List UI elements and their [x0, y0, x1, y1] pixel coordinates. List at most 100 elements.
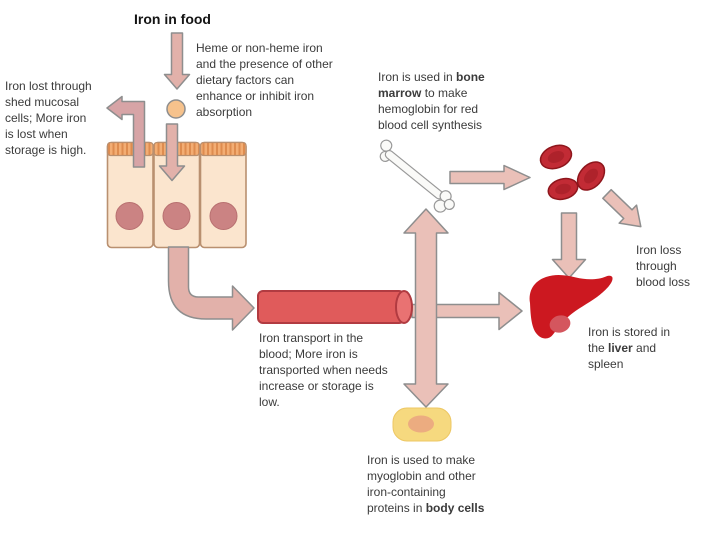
text-segment: to make [421, 86, 468, 100]
bone-shaft [384, 149, 444, 200]
text-segment: Iron is used to make [367, 453, 476, 467]
text-line: blood loss [636, 274, 690, 290]
text-segment: iron-containing [367, 485, 446, 499]
liver-icon [529, 274, 613, 339]
text-line: Iron transport in the [259, 330, 388, 346]
blood-vessel-icon [257, 290, 413, 324]
text-segment: proteins in [367, 501, 426, 515]
text-segment: increase or storage is [259, 379, 374, 393]
text-line: is lost when [5, 126, 92, 142]
text-line: Heme or non-heme iron [196, 40, 333, 56]
arrow-blood-updown-icon [403, 208, 449, 408]
vessel-body [257, 290, 405, 324]
text-line: the liver and [588, 340, 670, 356]
text-segment: blood loss [636, 275, 691, 289]
rbc-3 [547, 177, 579, 201]
text-line: Iron is used in bone [378, 69, 485, 85]
text-segment: the [588, 341, 609, 355]
text-segment: marrow [378, 86, 422, 100]
gallbladder-bump [549, 315, 571, 333]
mucosal-cell-3 [199, 141, 247, 249]
cell-body [106, 141, 154, 249]
text-segment: Iron is used in [378, 70, 457, 84]
text-line: increase or storage is [259, 378, 388, 394]
text-segment: hemoglobin for red [378, 102, 479, 116]
arrow-mucosal-loss-icon [106, 95, 146, 168]
text-line: and the presence of other [196, 56, 333, 72]
text-line: low. [259, 394, 388, 410]
rbc-2 [576, 161, 606, 191]
rbc-1 [539, 144, 573, 170]
cell-nucleus [209, 202, 238, 230]
text-segment: and the presence of other [196, 57, 333, 71]
text-line: marrow to make [378, 85, 485, 101]
arrow-marrow-to-rbc-icon [449, 164, 531, 191]
text-segment: Iron transport in the [259, 331, 364, 345]
text-segment: liver [608, 341, 633, 355]
text-line: storage is high. [5, 142, 92, 158]
text-line: myoglobin and other [367, 468, 484, 484]
text-line: through [636, 258, 690, 274]
vessel-end-cap [395, 290, 413, 324]
text-segment: low. [259, 395, 280, 409]
text-segment: blood cell synthesis [378, 118, 483, 132]
text-segment: Iron is stored in [588, 325, 671, 339]
text-line: shed mucosal [5, 94, 92, 110]
text-segment: Heme or non-heme iron [196, 41, 323, 55]
body-cell-icon [392, 407, 452, 442]
text-segment: transported when needs [259, 363, 388, 377]
cell-nucleus [115, 202, 144, 230]
rbc-dimple [555, 183, 571, 195]
text-line: hemoglobin for red [378, 101, 485, 117]
brush-border [199, 141, 247, 157]
arrow-into-cell-icon [158, 123, 186, 182]
text-line: enhance or inhibit iron [196, 88, 333, 104]
arrow-food-down-icon [163, 32, 191, 90]
text-segment: shed mucosal [5, 95, 80, 109]
arrow-cells-to-blood-icon [167, 246, 255, 331]
text-line: spleen [588, 356, 670, 372]
text-segment: dietary factors can [196, 73, 295, 87]
text-segment: and [632, 341, 657, 355]
mucosal-cells-icon [106, 141, 247, 249]
text-segment: myoglobin and other [367, 469, 476, 483]
text-segment: spleen [588, 357, 624, 371]
text-segment: body cells [425, 501, 485, 515]
text-line: dietary factors can [196, 72, 333, 88]
text-line: iron-containing [367, 484, 484, 500]
bone-icon [379, 139, 455, 213]
brush-border [106, 141, 154, 157]
arrow-blood-loss-shape [602, 188, 642, 228]
body-cell-nucleus [408, 415, 434, 433]
mucosal-cell-2 [153, 141, 201, 249]
cell-nucleus [162, 202, 191, 230]
text-segment: is lost when [5, 127, 68, 141]
text-segment: storage is high. [5, 143, 87, 157]
text-line: proteins in body cells [367, 500, 484, 516]
diagram-title: Iron in food [134, 11, 211, 27]
arrow-rbc-to-liver-icon [551, 212, 587, 279]
bone-head [380, 139, 393, 152]
text-segment: cells; More iron [5, 111, 87, 125]
iron-particle-icon [166, 99, 186, 119]
text-line: cells; More iron [5, 110, 92, 126]
text-segment: enhance or inhibit iron [196, 89, 315, 103]
text-segment: bone [456, 70, 485, 84]
rbc-dimple [583, 168, 599, 184]
text-line: absorption [196, 104, 333, 120]
cell-body [199, 141, 247, 249]
text-line: Iron lost through [5, 78, 92, 94]
red-blood-cells-icon [539, 144, 606, 201]
label-absorption-note: Heme or non-heme iron and the presence of… [196, 40, 333, 120]
text-segment: absorption [196, 105, 253, 119]
text-line: Iron loss [636, 242, 690, 258]
text-line: transported when needs [259, 362, 388, 378]
text-segment: Iron loss [636, 243, 682, 257]
